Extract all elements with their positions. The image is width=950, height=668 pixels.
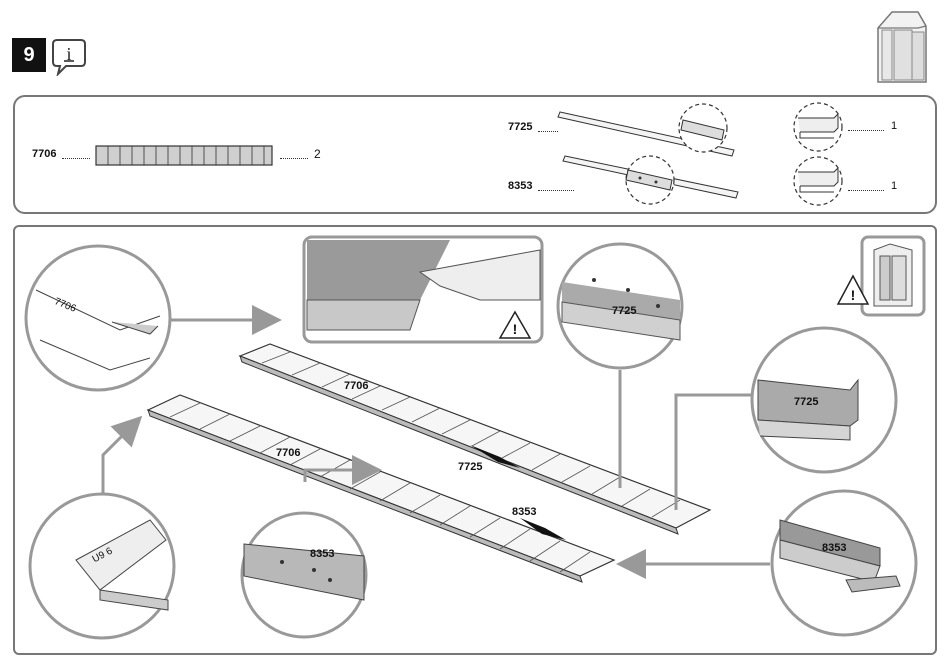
- zoom-8353-bottom: [242, 513, 366, 637]
- zoom-7725-right: [752, 328, 896, 472]
- label-zoom-bottom-right: 8353: [822, 542, 846, 554]
- frame-upper: [240, 344, 710, 534]
- svg-text:!: !: [851, 287, 856, 303]
- label-rail-upper: 7725: [458, 461, 482, 473]
- label-zoom-top-center: 7725: [612, 305, 636, 317]
- zoom-top-center: !: [304, 237, 542, 342]
- label-rail-lower: 8353: [512, 506, 536, 518]
- svg-text:!: !: [513, 321, 518, 337]
- zoom-8353-right: [772, 491, 916, 635]
- label-zoom-bottom-center: 8353: [310, 548, 334, 560]
- zoom-stamp-bottom-left: [30, 494, 174, 638]
- frame-lower: [148, 395, 614, 582]
- warning-shed-box: [862, 237, 924, 315]
- zoom-stamp-top-left: [26, 246, 170, 390]
- label-zoom-right: 7725: [794, 396, 818, 408]
- label-frame-lower: 7706: [276, 447, 300, 459]
- label-frame-upper: 7706: [344, 380, 368, 392]
